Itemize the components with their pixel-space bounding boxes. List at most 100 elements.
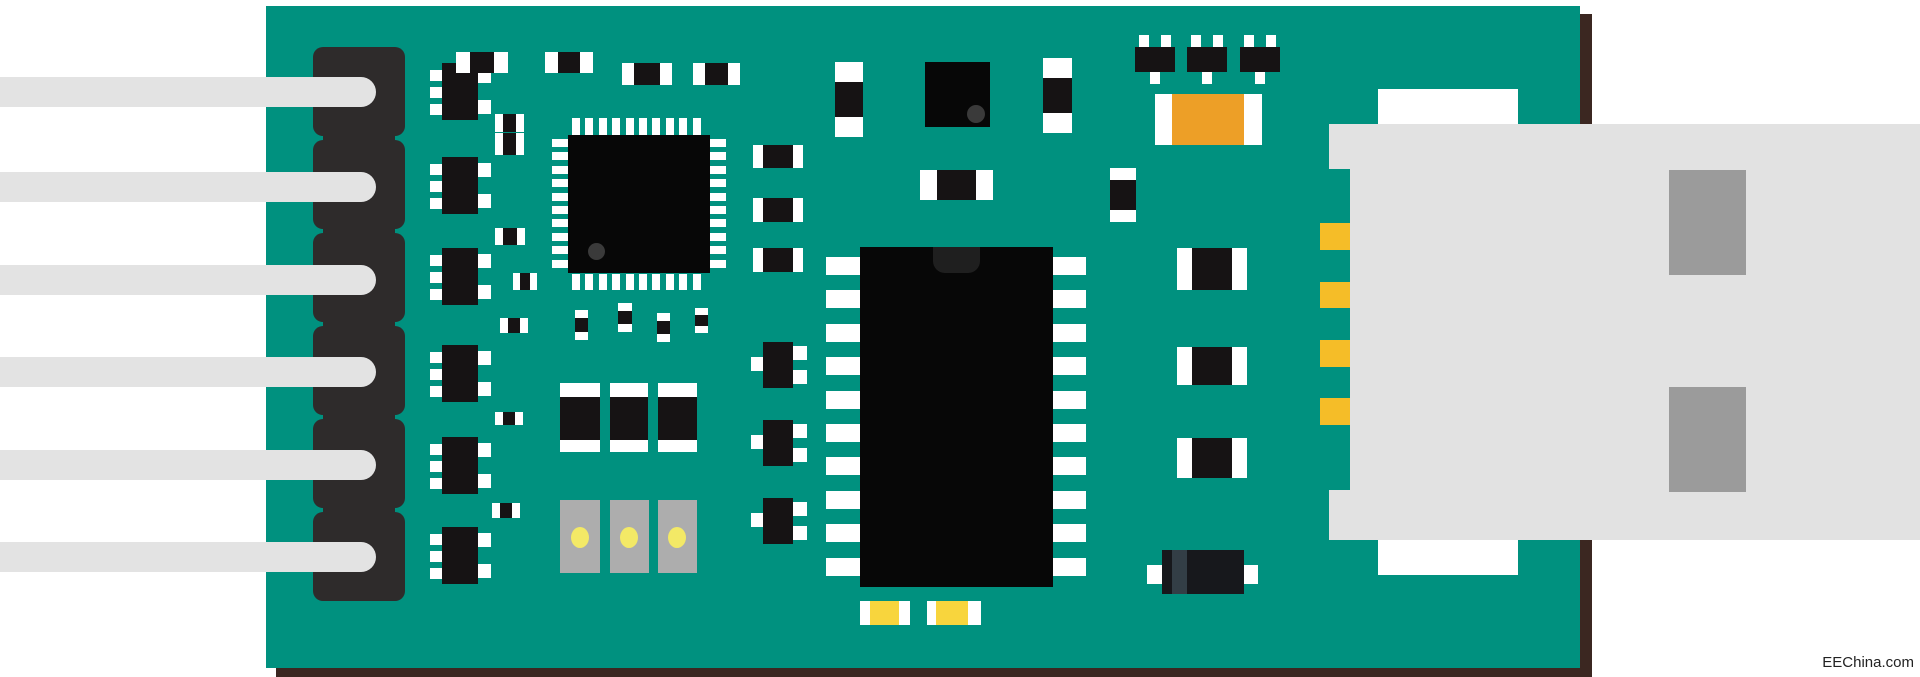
sot23-transistor-part [793,424,807,438]
transistor-body [1240,47,1280,72]
sot23-transistor-part [1139,35,1149,48]
cathode-band [1172,550,1187,594]
sot23-transistor-part [430,255,444,266]
qfp-pin [552,165,569,174]
transistor-body [763,342,793,388]
smd-resistor-part [693,63,740,85]
smd-resistor-part [835,82,863,117]
smd-led-part [927,601,981,625]
qfp-pin [552,206,569,214]
sot23-transistor-part [751,513,765,527]
usb-contact [1669,170,1746,275]
sot23-transistor-part [430,369,444,380]
sot23-transistor-part [430,181,444,192]
smd-resistor-part [500,503,512,518]
dfn-body [925,62,990,127]
smd-resistor-part [1192,347,1232,385]
qfp-pin [709,139,726,147]
led-lens [936,601,968,625]
qfp-pin [552,246,569,255]
smd-resistor-part [695,308,708,333]
usb-shell-notch-top [1378,89,1518,124]
smd-resistor-part [618,311,632,324]
qfp-pin [639,118,647,135]
smd-resistor-part [634,63,660,85]
qfp-pin [709,259,726,268]
tantalum-capacitor-part [1244,94,1262,145]
qfp-pin [692,118,701,135]
smd-resistor-part [657,313,670,342]
sot23-transistor-part [430,70,444,81]
sot23-transistor-part [1202,71,1212,84]
smd-resistor-part [492,503,520,518]
smd-resistor-part [1043,58,1072,133]
transistor-body [442,248,478,305]
qfp-pin [709,152,726,161]
sot23-transistor-part [474,194,491,208]
smd-resistor-part [622,63,672,85]
sot23-transistor-part [1191,35,1201,48]
smd-resistor-part [753,248,803,272]
diode-body [1162,550,1244,594]
smd-resistor-part [763,145,793,168]
sot23-transistor-part [430,386,444,397]
usb-shell [1329,124,1920,540]
ssop-pin [826,257,860,275]
qfp-pin [709,165,726,174]
smd-capacitor-part [658,383,697,452]
usb-shell-notch-bottom [1378,540,1518,575]
sot23-transistor-part [1266,35,1276,48]
usb-contact [1669,387,1746,492]
qfp-pin [552,139,569,147]
smd-resistor-part [503,412,515,425]
gold-finger [1320,223,1350,250]
smd-resistor-part [500,318,528,333]
qfp-pin [612,274,621,290]
qfp-pin [665,118,674,135]
sot23-transistor-part [430,104,444,115]
qfp-pin [692,274,701,290]
sot23-transistor-part [793,346,807,360]
qfp-pin [625,118,634,135]
qfp-pin [598,274,607,290]
smd-resistor-part [1043,78,1072,113]
qfp-pin [709,206,726,214]
qfp-body [568,135,710,273]
transistor-body [763,420,793,466]
sot23-transistor-part [751,435,765,449]
smd-resistor-part [575,318,588,332]
smd-resistor-part [470,52,494,73]
ssop-pin [826,290,860,309]
sot23-transistor-part [474,443,491,457]
sot23-transistor-part [474,163,491,177]
ssop-pin [1053,290,1086,309]
sot23-transistor-part [430,87,444,98]
smd-resistor-part [503,133,516,155]
